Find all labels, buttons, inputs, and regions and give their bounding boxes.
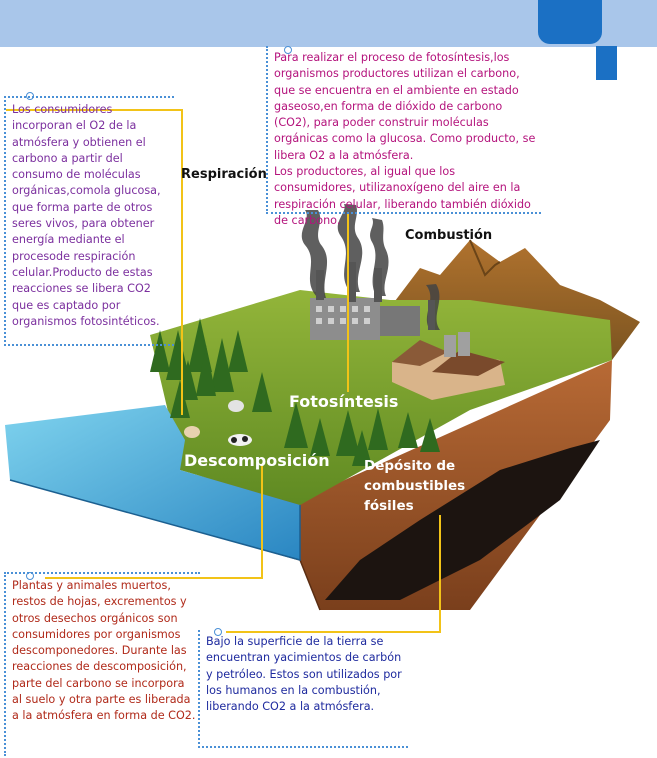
consumers-text: Los consumidores incorporan el O2 de la …	[12, 103, 161, 328]
warehouse-building	[392, 332, 505, 400]
producers-text-2: Los productores, al igual que los consum…	[274, 165, 531, 227]
producers-text-1: Para realizar el proceso de fotosíntesis…	[274, 51, 536, 162]
bullet-producers	[284, 46, 292, 54]
fossil-deposit	[325, 440, 600, 600]
label-respiracion: Respiración	[181, 167, 267, 182]
fossil-textbox: Bajo la superficie de la tierra se encue…	[198, 630, 408, 748]
label-deposito-combustibles: Depósito de combustibles fósiles	[364, 458, 466, 514]
land-surface	[150, 290, 612, 505]
label-fotosintesis: Fotosíntesis	[289, 392, 399, 411]
decomposition-text: Plantas y animales muertos, restos de ho…	[12, 579, 196, 723]
producers-textbox: Para realizar el proceso de fotosíntesis…	[266, 46, 541, 227]
connector-respiration	[6, 109, 183, 415]
label-descomposicion: Descomposición	[184, 451, 330, 470]
decomposition-textbox: Plantas y animales muertos, restos de ho…	[4, 572, 200, 756]
fossil-text: Bajo la superficie de la tierra se encue…	[206, 635, 402, 714]
bullet-fossil	[214, 628, 222, 636]
header-tab	[538, 0, 602, 44]
connector-decomposition	[45, 465, 263, 579]
connector-lines	[6, 109, 441, 633]
factory-building	[310, 262, 435, 340]
connector-fossil	[226, 515, 441, 633]
consumers-textbox: Los consumidores incorporan el O2 de la …	[4, 96, 174, 346]
animals	[184, 400, 252, 446]
side-marker	[596, 46, 617, 80]
label-combustion: Combustión	[405, 228, 493, 243]
trees	[150, 318, 440, 466]
water-body	[5, 405, 300, 560]
